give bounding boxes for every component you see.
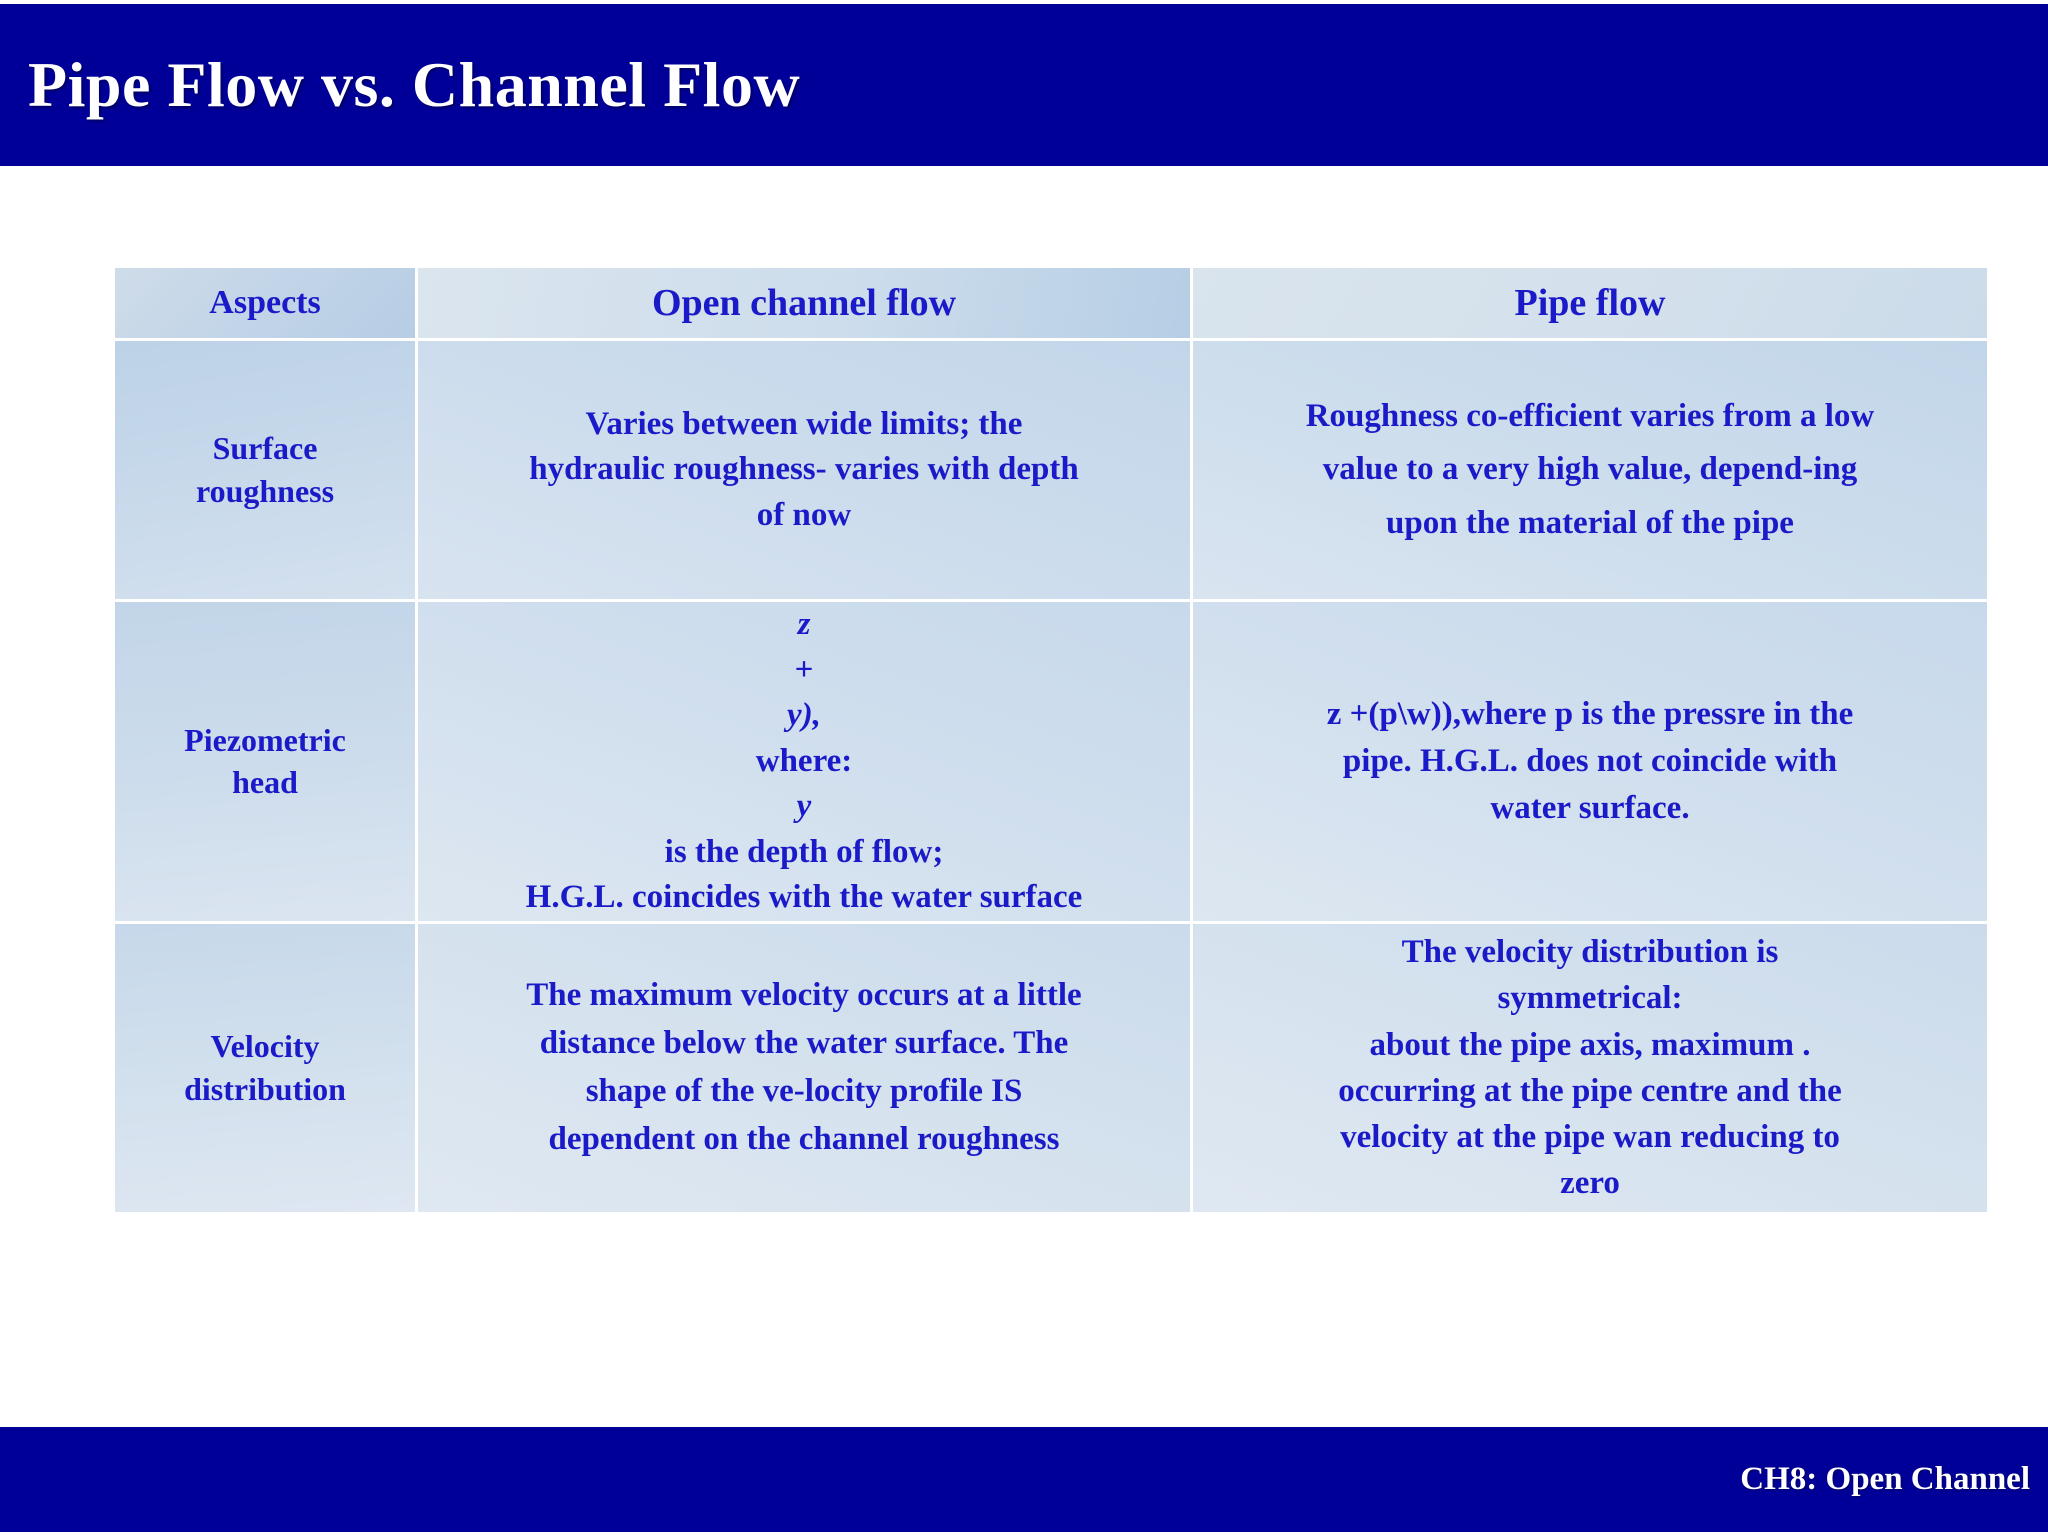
- column-header-pipe-flow: Pipe flow: [1193, 268, 1987, 338]
- aspect-line: Piezometric: [184, 721, 346, 758]
- table-row: Piezometric head z + y), where: y is the …: [115, 602, 1987, 921]
- text-line: The velocity distribution is: [1401, 934, 1779, 971]
- aspect-line: Surface: [212, 430, 318, 467]
- text-line: shape of the ve-locity profile IS: [585, 1072, 1023, 1109]
- aspect-cell-piezometric-head: Piezometric head: [115, 602, 415, 921]
- text-line: upon the material of the pipe: [1386, 504, 1794, 541]
- text-line: The maximum velocity occurs at a little: [526, 977, 1082, 1014]
- variable-y-paren: y),: [787, 697, 821, 734]
- text-line: water surface.: [1490, 789, 1690, 826]
- aspect-cell-surface-roughness: Surface roughness: [115, 341, 415, 599]
- text-line: of now: [756, 496, 852, 533]
- open-channel-cell-velocity-distribution: The maximum velocity occurs at a little …: [418, 923, 1190, 1212]
- aspect-line: Velocity: [210, 1028, 320, 1065]
- pipe-flow-cell-surface-roughness: Roughness co-efficient varies from a low…: [1193, 341, 1987, 599]
- formula-operator: +: [794, 651, 814, 688]
- table-row: Surface roughness Varies between wide li…: [115, 341, 1987, 599]
- aspect-cell-velocity-distribution: Velocity distribution: [115, 923, 415, 1212]
- text-line: value to a very high value, depend-ing: [1322, 451, 1858, 488]
- text-line: about the pipe axis, maximum .: [1369, 1026, 1811, 1063]
- open-channel-cell-piezometric-head: z + y), where: y is the depth of flow; H.…: [418, 602, 1190, 921]
- footer-chapter-label: CH8: Open Channel: [1740, 1461, 2030, 1497]
- table-header-row: Aspects Open channel flow Pipe flow: [115, 268, 1987, 338]
- text-line: velocity at the pipe wan reducing to: [1340, 1118, 1840, 1155]
- text-line: symmetrical:: [1497, 980, 1683, 1017]
- text-line: zero: [1560, 1165, 1620, 1202]
- column-header-aspects: Aspects: [115, 268, 415, 338]
- aspect-line: head: [232, 764, 298, 801]
- text-line: dependent on the channel roughness: [548, 1120, 1060, 1157]
- comparison-table-container: Aspects Open channel flow Pipe flow Surf…: [112, 265, 1987, 1215]
- slide-footer-bar: CH8: Open Channel: [0, 1427, 2048, 1532]
- formula-text: is the depth of flow;: [664, 833, 944, 870]
- open-channel-cell-surface-roughness: Varies between wide limits; the hydrauli…: [418, 341, 1190, 599]
- text-line: H.G.L. coincides with the water surface: [525, 879, 1083, 916]
- text-line: distance below the water surface. The: [539, 1024, 1069, 1061]
- text-line: Roughness co-efficient varies from a low: [1305, 397, 1875, 434]
- column-header-open-channel-flow: Open channel flow: [418, 268, 1190, 338]
- variable-z: z: [797, 606, 811, 642]
- formula-text: where:: [755, 742, 853, 779]
- text-line-formula: z + y), where: y is the depth of flow;: [426, 602, 1182, 875]
- text-line: Varies between wide limits; the: [585, 405, 1023, 442]
- text-line: hydraulic roughness- varies with depth: [529, 451, 1079, 488]
- pipe-vs-channel-table: Aspects Open channel flow Pipe flow Surf…: [112, 265, 1990, 1215]
- page-title: Pipe Flow vs. Channel Flow: [28, 49, 801, 120]
- aspect-line: distribution: [184, 1070, 346, 1107]
- variable-y: y: [796, 788, 812, 825]
- text-line: z +(p\w)),where p is the pressre in the: [1326, 696, 1854, 733]
- pipe-flow-cell-velocity-distribution: The velocity distribution is symmetrical…: [1193, 923, 1987, 1212]
- text-line: pipe. H.G.L. does not coincide with: [1342, 742, 1838, 779]
- pipe-flow-cell-piezometric-head: z +(p\w)),where p is the pressre in the …: [1193, 602, 1987, 921]
- table-row: Velocity distribution The maximum veloci…: [115, 923, 1987, 1212]
- aspect-line: roughness: [195, 473, 335, 509]
- text-line: occurring at the pipe centre and the: [1338, 1072, 1842, 1109]
- slide-title-banner: Pipe Flow vs. Channel Flow: [0, 4, 2048, 166]
